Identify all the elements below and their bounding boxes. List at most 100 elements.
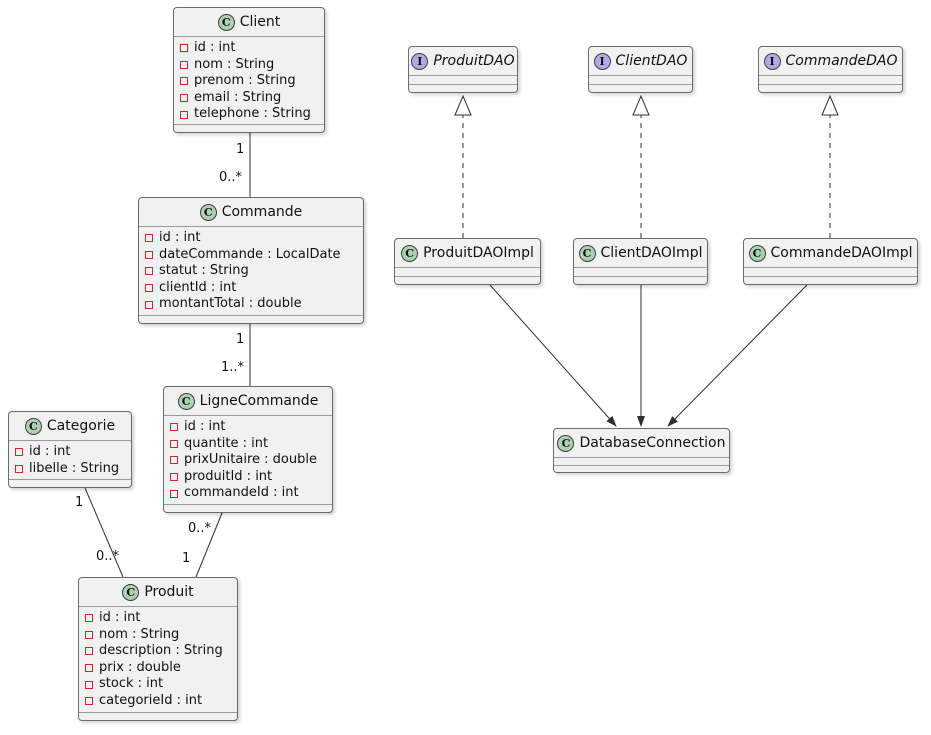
class-name: Categorie — [46, 418, 116, 434]
class-produit-title: C Produit — [79, 578, 237, 606]
interface-clientdao-title: I ClientDAO — [589, 47, 692, 75]
methods-compartment — [554, 464, 729, 473]
class-produitdaoimpl: C ProduitDAOImpl — [394, 238, 541, 285]
attribute-row: id : int — [180, 40, 318, 57]
attribute-text: commandeId : int — [184, 485, 299, 501]
class-icon: C — [122, 583, 140, 601]
class-name: Produit — [144, 584, 194, 600]
attribute-row: libelle : String — [15, 461, 125, 478]
attribute-row: produitId : int — [170, 469, 326, 486]
class-lignecommande: C LigneCommande id : int quantite : int … — [163, 386, 333, 513]
field-icon — [15, 464, 23, 473]
attribute-text: id : int — [194, 40, 236, 55]
multiplicity-categorie-produit-source: 1 — [75, 495, 84, 510]
class-commandedaoimpl: C CommandeDAOImpl — [743, 238, 918, 285]
attribute-text: description : String — [99, 643, 223, 659]
attributes-compartment — [554, 457, 729, 465]
attributes-compartment: id : int nom : String description : Stri… — [79, 606, 237, 712]
attribute-row: quantite : int — [170, 436, 326, 453]
class-produitdaoimpl-title: C ProduitDAOImpl — [395, 239, 540, 267]
class-name: LigneCommande — [199, 393, 319, 409]
attribute-row: id : int — [85, 610, 231, 627]
class-commandedaoimpl-title: C CommandeDAOImpl — [744, 239, 917, 267]
attribute-text: prix : double — [99, 659, 181, 675]
attribute-row: stock : int — [85, 676, 231, 693]
methods-compartment — [395, 275, 540, 285]
class-clientdaoimpl: C ClientDAOImpl — [573, 238, 708, 285]
attributes-compartment: id : int libelle : String — [9, 440, 131, 479]
attribute-text: nom : String — [194, 56, 275, 72]
multiplicity-ligne-produit-target: 1 — [182, 551, 191, 566]
field-icon — [180, 60, 188, 69]
attribute-text: id : int — [99, 610, 141, 625]
attributes-compartment: id : int nom : String prenom : String em… — [174, 36, 324, 124]
attribute-row: description : String — [85, 643, 231, 660]
edge-clientdaoimpl-realizes-clientdao — [632, 94, 650, 238]
class-icon: C — [199, 203, 217, 221]
field-icon — [170, 423, 178, 432]
attributes-compartment — [574, 267, 707, 276]
multiplicity-client-commande-source: 1 — [236, 142, 245, 157]
attributes-compartment: id : int dateCommande : LocalDate statut… — [139, 226, 363, 315]
field-icon — [85, 697, 93, 706]
field-icon — [15, 448, 23, 457]
field-icon — [85, 680, 93, 689]
class-name: DatabaseConnection — [579, 435, 726, 451]
attribute-row: id : int — [145, 230, 357, 247]
attributes-compartment — [589, 75, 692, 84]
attributes-compartment: id : int quantite : int prixUnitaire : d… — [164, 415, 332, 504]
multiplicity-ligne-produit-source: 0..* — [188, 521, 212, 536]
attribute-text: stock : int — [99, 676, 164, 692]
edge-commandedaoimpl-databaseconnection — [667, 284, 808, 427]
attribute-text: telephone : String — [194, 106, 311, 122]
class-name: ProduitDAOImpl — [423, 245, 534, 261]
field-icon — [85, 614, 93, 623]
class-client: C Client id : int nom : String prenom : … — [173, 7, 325, 133]
methods-compartment — [759, 83, 902, 93]
multiplicity-categorie-produit-target: 0..* — [96, 549, 120, 564]
class-commande: C Commande id : int dateCommande : Local… — [138, 197, 364, 324]
attributes-compartment — [744, 267, 917, 276]
attribute-row: clientId : int — [145, 280, 357, 297]
interface-name: ClientDAO — [615, 53, 688, 69]
field-icon — [145, 250, 153, 259]
field-icon — [170, 473, 178, 482]
class-lignecommande-title: C LigneCommande — [164, 387, 332, 415]
methods-compartment — [409, 83, 517, 93]
attribute-text: clientId : int — [159, 279, 237, 295]
field-icon — [180, 44, 188, 53]
attribute-text: quantite : int — [184, 435, 269, 451]
methods-compartment — [139, 315, 363, 323]
attribute-row: commandeId : int — [170, 485, 326, 502]
methods-compartment — [79, 712, 237, 720]
attribute-row: id : int — [170, 419, 326, 436]
class-clientdaoimpl-title: C ClientDAOImpl — [574, 239, 707, 267]
field-icon — [170, 439, 178, 448]
class-name: Commande — [221, 204, 303, 220]
attribute-text: libelle : String — [29, 460, 120, 476]
realization-triangle-icon — [454, 94, 472, 116]
attribute-text: id : int — [159, 230, 201, 245]
class-icon: C — [557, 434, 575, 452]
class-client-title: C Client — [174, 8, 324, 36]
attribute-row: montantTotal : double — [145, 296, 357, 313]
interface-produitdao: I ProduitDAO — [408, 46, 518, 93]
field-icon — [145, 267, 153, 276]
class-icon: C — [401, 244, 419, 262]
attribute-text: prixUnitaire : double — [184, 452, 317, 468]
attribute-row: prixUnitaire : double — [170, 452, 326, 469]
field-icon — [145, 300, 153, 309]
attribute-text: email : String — [194, 89, 282, 105]
edge-produitdaoimpl-realizes-produitdao — [454, 94, 472, 238]
methods-compartment — [744, 275, 917, 285]
attribute-text: dateCommande : LocalDate — [159, 246, 341, 262]
methods-compartment — [589, 83, 692, 93]
attribute-text: produitId : int — [184, 468, 273, 484]
multiplicity-commande-ligne-source: 1 — [236, 332, 245, 347]
class-icon: C — [24, 417, 42, 435]
field-icon — [180, 77, 188, 86]
attribute-row: dateCommande : LocalDate — [145, 247, 357, 264]
interface-commandedao-title: I CommandeDAO — [759, 47, 902, 75]
attribute-row: nom : String — [180, 57, 318, 74]
